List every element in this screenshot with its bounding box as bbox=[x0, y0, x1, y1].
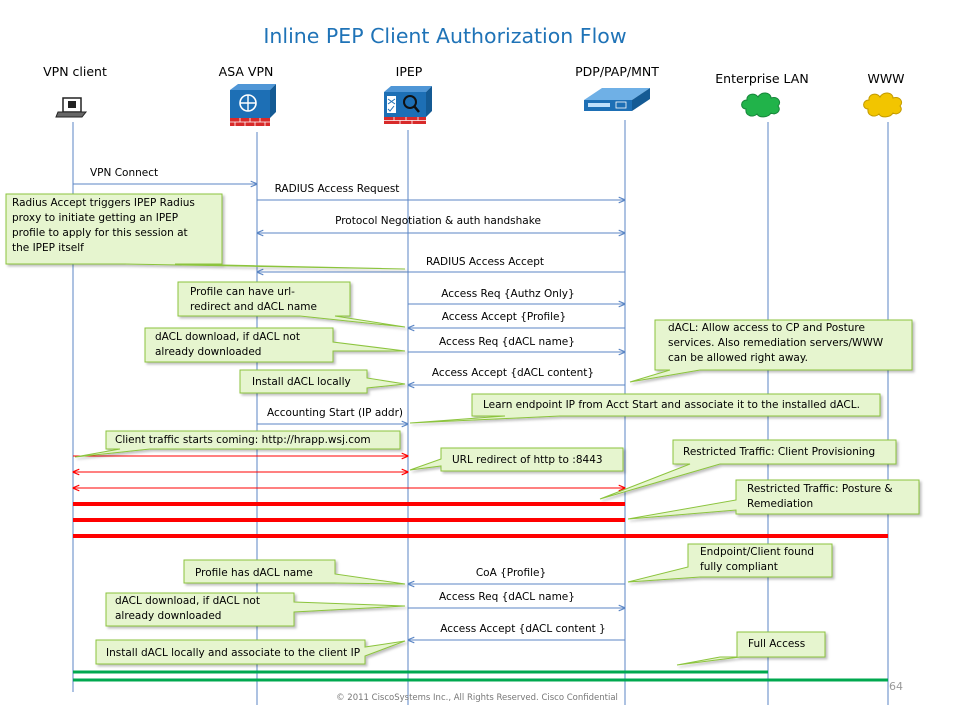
enterprise-cloud-icon bbox=[741, 92, 781, 118]
message-label-access-req-authz: Access Req {Authz Only} bbox=[441, 288, 574, 300]
message-label-vpn-connect: VPN Connect bbox=[90, 167, 158, 179]
asa-firewall-icon bbox=[230, 84, 276, 126]
callout-text-full-access: Full Access bbox=[748, 638, 805, 650]
callout-text-endpoint-compliant: Endpoint/Client found fully compliant bbox=[700, 546, 817, 573]
page-number: 64 bbox=[889, 680, 903, 693]
actor-label-pdp-pap-mnt: PDP/PAP/MNT bbox=[575, 64, 659, 79]
callout-text-profile-url-redirect: Profile can have url- redirect and dACL … bbox=[190, 286, 317, 313]
callout-text-dacl-download-1: dACL download, if dACL not already downl… bbox=[155, 331, 303, 358]
callout-text-restricted-remediation: Restricted Traffic: Posture & Remediatio… bbox=[747, 483, 896, 510]
callout-text-install-dacl-associate: Install dACL locally and associate to th… bbox=[106, 647, 360, 659]
callout-text-dacl-download-2: dACL download, if dACL not already downl… bbox=[115, 595, 263, 622]
policy-server-icon bbox=[584, 88, 650, 111]
message-label-protocol-negotiation: Protocol Negotiation & auth handshake bbox=[335, 215, 541, 227]
callout-profile-has-dacl-name bbox=[183, 559, 406, 585]
callout-dacl-download-2 bbox=[105, 592, 406, 627]
message-label-radius-access-accept: RADIUS Access Accept bbox=[426, 256, 544, 268]
callout-dacl-download-1 bbox=[144, 327, 406, 363]
callout-text-profile-has-dacl-name: Profile has dACL name bbox=[195, 567, 313, 579]
callout-profile-url-redirect bbox=[177, 281, 406, 328]
message-label-coa-profile: CoA {Profile} bbox=[476, 567, 546, 579]
callout-radius-accept-triggers bbox=[5, 193, 406, 270]
actor-label-ipep: IPEP bbox=[396, 64, 423, 79]
message-label-accounting-start: Accounting Start (IP addr) bbox=[267, 407, 403, 419]
actor-label-www: WWW bbox=[867, 71, 904, 86]
callout-url-redirect bbox=[409, 447, 624, 472]
actor-label-vpn-client: VPN client bbox=[43, 64, 107, 79]
internet-cloud-icon bbox=[863, 92, 903, 118]
actor-label-asa-vpn: ASA VPN bbox=[219, 64, 274, 79]
callout-restricted-provisioning bbox=[599, 439, 897, 500]
callout-text-learn-endpoint-ip: Learn endpoint IP from Acct Start and as… bbox=[483, 399, 860, 411]
callout-text-url-redirect: URL redirect of http to :8443 bbox=[452, 454, 603, 466]
callout-endpoint-compliant bbox=[627, 543, 833, 583]
message-label-radius-access-request: RADIUS Access Request bbox=[275, 183, 400, 195]
callout-text-install-dacl-locally: Install dACL locally bbox=[252, 376, 351, 388]
callout-text-dacl-allow-access: dACL: Allow access to CP and Posture ser… bbox=[668, 322, 887, 364]
message-label-access-accept-dacl-content-2: Access Accept {dACL content } bbox=[440, 623, 606, 635]
message-label-access-accept-dacl-content: Access Accept {dACL content} bbox=[432, 367, 594, 379]
callout-learn-endpoint-ip bbox=[409, 393, 881, 424]
callout-text-client-traffic: Client traffic starts coming: http://hra… bbox=[115, 434, 371, 446]
callout-client-traffic bbox=[74, 430, 401, 458]
laptop-icon bbox=[55, 97, 88, 118]
actor-label-enterprise-lan: Enterprise LAN bbox=[715, 71, 808, 86]
callout-dacl-allow-access bbox=[629, 319, 913, 383]
copyright-footer: © 2011 CiscoSystems Inc., All Rights Res… bbox=[336, 693, 618, 703]
callout-install-dacl-locally bbox=[239, 369, 406, 394]
callout-install-dacl-associate bbox=[95, 639, 406, 665]
diagram-title: Inline PEP Client Authorization Flow bbox=[263, 24, 626, 48]
message-label-access-req-dacl-name-2: Access Req {dACL name} bbox=[439, 591, 575, 603]
callout-full-access bbox=[676, 631, 826, 666]
message-label-access-req-dacl-name: Access Req {dACL name} bbox=[439, 336, 575, 348]
callout-restricted-remediation bbox=[627, 479, 920, 520]
callout-text-restricted-provisioning: Restricted Traffic: Client Provisioning bbox=[683, 446, 875, 458]
ipep-appliance-icon bbox=[384, 86, 432, 124]
callout-text-radius-accept-triggers: Radius Accept triggers IPEP Radius proxy… bbox=[12, 197, 198, 254]
message-label-access-accept-profile: Access Accept {Profile} bbox=[442, 311, 566, 323]
